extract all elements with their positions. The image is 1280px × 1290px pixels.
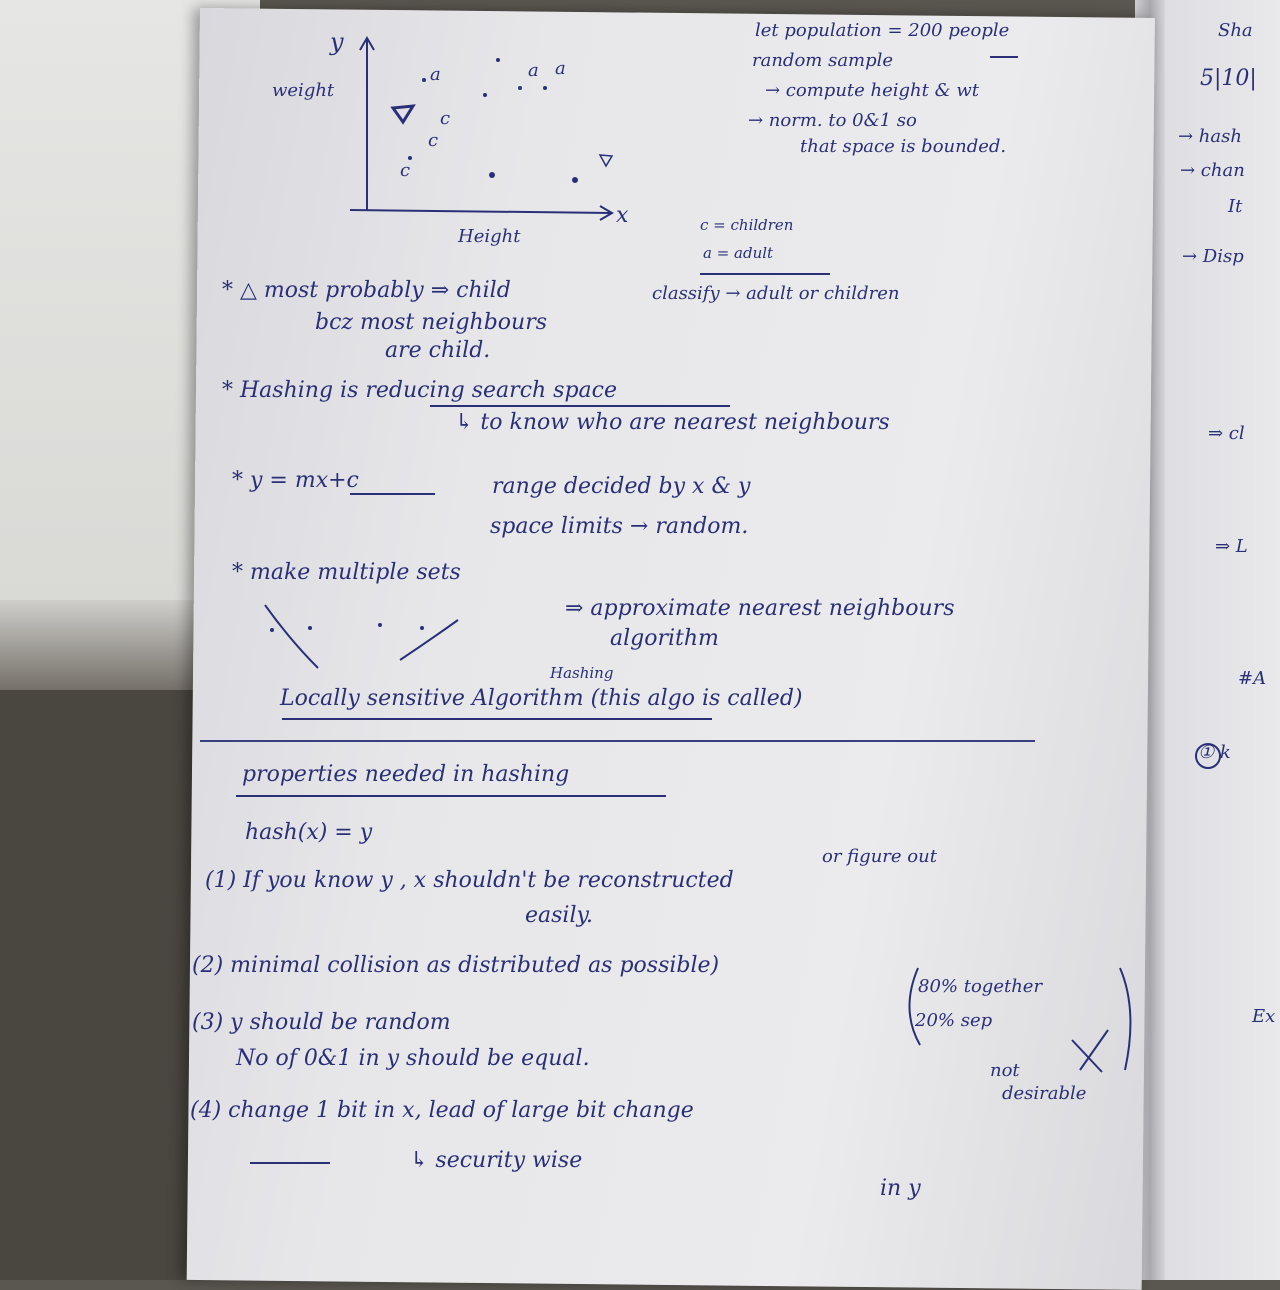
underline — [990, 56, 1018, 58]
right-page-fragment: ⇒ L — [1215, 536, 1248, 557]
right-page-fragment: ① k — [1198, 742, 1231, 763]
population-note: let population = 200 people — [755, 20, 1010, 41]
triangle-marker — [598, 154, 614, 168]
query-triangle — [390, 104, 416, 125]
note-range: range decided by x & y — [492, 474, 751, 499]
adult-definition: a = adult — [703, 244, 774, 262]
graph-point-a: a — [430, 64, 441, 85]
property-3-cont: No of 0&1 in y should be equal. — [236, 1046, 590, 1071]
note-line-equation: * y = mx+c — [232, 468, 359, 493]
right-page-fragment: It — [1228, 196, 1243, 217]
split-80: 80% together — [918, 976, 1043, 997]
note-triangle: * △ most probably ⇒ child — [222, 278, 511, 303]
underline — [282, 718, 712, 720]
graph-point-a: a — [528, 60, 539, 81]
note-child: are child. — [385, 338, 491, 363]
scatter-point — [408, 156, 412, 160]
compute-note: → compute height & wt — [765, 80, 979, 101]
right-page-fragment: → Disp — [1182, 246, 1244, 267]
right-page-fragment: Ex — [1252, 1006, 1276, 1027]
underline — [700, 273, 830, 275]
classify-note: classify → adult or children — [652, 283, 900, 304]
set-point — [308, 626, 312, 630]
section-divider — [200, 740, 1035, 742]
split-20: 20% sep — [915, 1010, 993, 1031]
note-approximate: ⇒ approximate nearest neighbours — [565, 596, 955, 621]
underline — [250, 1162, 330, 1164]
underline — [350, 493, 435, 495]
note-algorithm: algorithm — [610, 626, 719, 651]
graph-point-c: c — [428, 130, 439, 151]
right-page-fragment: → chan — [1180, 160, 1245, 181]
right-page-fragment: Sha — [1218, 20, 1253, 41]
right-page — [1160, 0, 1280, 1280]
underline — [236, 795, 666, 797]
graph-point-a: a — [555, 58, 566, 79]
random-sample-note: random sample — [752, 50, 894, 71]
right-page-date: 5|10| — [1200, 66, 1257, 91]
property-4-in-y: in y — [880, 1176, 921, 1201]
note-nearest: ↳ to know who are nearest neighbours — [455, 410, 890, 435]
note-hashing-insert: Hashing — [550, 664, 614, 682]
note-space-limits: space limits → random. — [490, 514, 749, 539]
note-hashing: * Hashing is reducing search space — [222, 378, 618, 403]
note-neighbours: bcz most neighbours — [315, 310, 547, 335]
figure-out-note: or figure out — [822, 846, 937, 867]
set-line-left — [264, 604, 319, 669]
y-axis-arrow — [359, 36, 375, 51]
right-page-fragment: ⇒ cl — [1208, 423, 1245, 444]
y-axis-label: y — [330, 28, 344, 56]
hash-formula: hash(x) = y — [245, 820, 373, 845]
x-axis-label: x — [616, 203, 629, 228]
property-1: (1) If you know y , x shouldn't be recon… — [205, 868, 734, 893]
scatter-point — [518, 86, 522, 90]
height-label: Height — [458, 226, 521, 247]
graph-point-c: c — [400, 160, 411, 181]
property-1-cont: easily. — [525, 903, 593, 928]
underline — [430, 405, 730, 407]
right-page-fragment: → hash — [1178, 126, 1242, 147]
scatter-point — [496, 58, 500, 62]
normalize-note: → norm. to 0&1 so — [748, 110, 917, 131]
x-mark-b — [1079, 1029, 1109, 1071]
property-4: (4) change 1 bit in x, lead of large bit… — [190, 1098, 694, 1123]
scatter-point — [489, 172, 495, 178]
scatter-point — [422, 78, 426, 82]
circled-one — [1195, 743, 1221, 769]
x-mark-a — [1071, 1039, 1103, 1073]
x-axis-arrow — [599, 205, 614, 221]
set-point — [270, 628, 274, 632]
desirable-note: desirable — [1002, 1083, 1087, 1104]
not-note: not — [990, 1060, 1020, 1081]
graph-point-c: c — [440, 108, 451, 129]
property-2: (2) minimal collision as distributed as … — [192, 953, 720, 978]
set-point — [378, 623, 382, 627]
scatter-point — [543, 86, 547, 90]
x-axis-line — [349, 209, 613, 214]
scatter-point — [483, 93, 487, 97]
set-point — [420, 626, 424, 630]
note-lsh: Locally sensitive Algorithm (this algo i… — [280, 686, 803, 711]
bounded-note: that space is bounded. — [800, 136, 1007, 157]
note-multiple-sets: * make multiple sets — [232, 560, 461, 585]
set-line-right — [399, 619, 459, 661]
right-page-fragment: #A — [1238, 668, 1267, 689]
property-3: (3) y should be random — [192, 1010, 451, 1035]
properties-heading: properties needed in hashing — [242, 762, 570, 787]
weight-label: weight — [272, 80, 335, 101]
scatter-point — [572, 177, 578, 183]
children-definition: c = children — [700, 216, 794, 234]
property-4-security: ↳ security wise — [410, 1148, 583, 1173]
bracket-left — [908, 967, 921, 1046]
bracket-right — [1119, 967, 1132, 1071]
desk-floor — [0, 690, 210, 1280]
